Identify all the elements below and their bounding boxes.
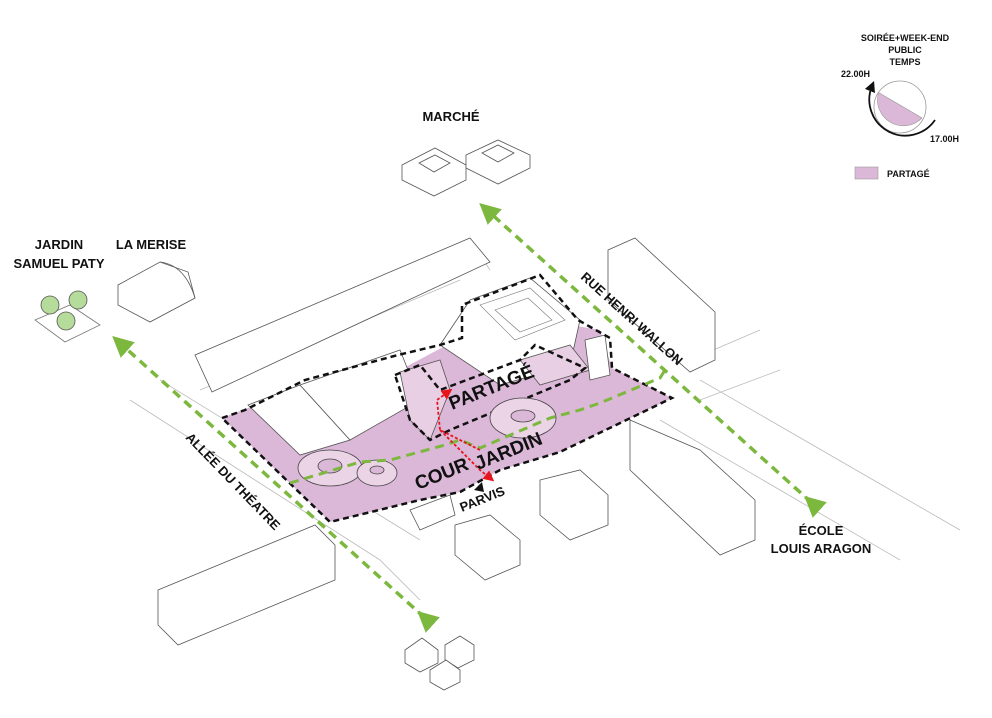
legend-time-start: 22.00H xyxy=(841,69,870,79)
legend-title-1: SOIRÉE+WEEK-END xyxy=(861,33,950,43)
legend-swatch xyxy=(854,166,879,180)
parvis-triangle-icon xyxy=(474,482,484,492)
flow-arrow xyxy=(436,388,481,451)
jardin-trees xyxy=(34,290,101,343)
label-ecole-line2: LOUIS ARAGON xyxy=(771,541,872,556)
la-merise-building xyxy=(117,261,196,323)
label-marche: MARCHÉ xyxy=(422,109,479,124)
legend: SOIRÉE+WEEK-END PUBLIC TEMPS 22.00H 17.0… xyxy=(841,33,959,180)
legend-time-end: 17.00H xyxy=(930,134,959,144)
green-paths xyxy=(112,202,827,633)
legend-swatch-label: PARTAGÉ xyxy=(887,169,930,179)
time-arrow xyxy=(864,80,936,137)
legend-title-2: PUBLIC xyxy=(888,45,922,55)
small-houses xyxy=(404,635,475,691)
label-la-merise: LA MERISE xyxy=(116,237,187,252)
label-ecole-line1: ÉCOLE xyxy=(799,523,844,538)
label-jardin-line2: SAMUEL PATY xyxy=(13,256,104,271)
label-jardin-line1: JARDIN xyxy=(35,237,83,252)
marche-buildings xyxy=(401,139,531,197)
legend-title-3: TEMPS xyxy=(889,57,920,67)
flow-arrow-parvis xyxy=(439,429,495,482)
time-share-slice xyxy=(877,92,923,127)
